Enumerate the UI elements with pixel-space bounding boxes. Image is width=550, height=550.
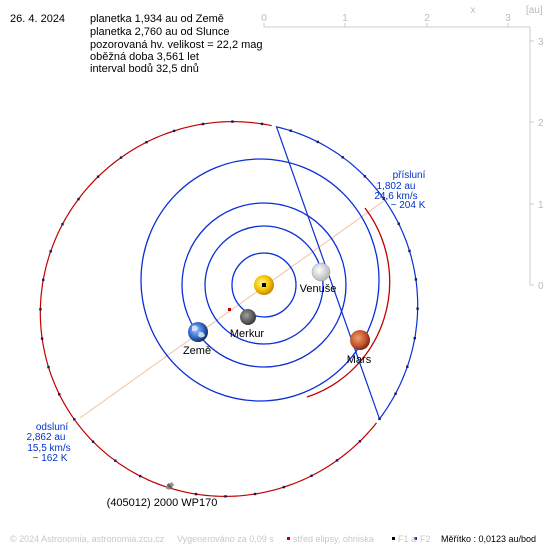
footer-legend-f2: F2 — [420, 534, 431, 544]
orbit-point — [114, 459, 117, 462]
orbit-point — [96, 175, 100, 178]
date-label: 26. 4. 2024 — [10, 13, 66, 25]
orbit-point — [40, 337, 44, 340]
mars-orbit-red-part — [306, 207, 391, 398]
orbit-point — [58, 393, 61, 396]
aphelion-label: odsluní 2,862 au 15,5 km/s ~ 162 K — [27, 422, 71, 464]
footer-scale: Měřítko : 0,0123 au/bod — [441, 534, 537, 544]
orbit-point — [260, 122, 264, 126]
x-tick-label: 2 — [424, 13, 430, 24]
info-line: planetka 1,934 au od Země — [90, 13, 224, 25]
orbit-point — [282, 485, 286, 489]
orbit-point — [416, 307, 419, 310]
aphelion-distance: 2,862 au — [27, 432, 66, 443]
x-axis-label: x — [471, 5, 476, 16]
orbit-point — [42, 278, 45, 282]
mars-orbit-blue — [140, 158, 380, 402]
info-line: oběžná doba 3,561 let — [90, 51, 199, 63]
orbit-point — [414, 278, 418, 281]
orbit-point — [316, 140, 319, 144]
y-tick-label: 2 — [538, 118, 544, 129]
venus-icon — [311, 262, 331, 282]
perihelion-temp: ~ 204 K — [391, 200, 426, 211]
orbit-point — [39, 308, 42, 311]
apsides-line — [79, 197, 389, 419]
earth-orbit — [181, 202, 347, 368]
orbit-point — [289, 129, 292, 132]
orbit-point — [358, 440, 362, 443]
planet-label: Země — [183, 345, 211, 357]
orbit-point — [119, 156, 123, 159]
planet-label: Merkur — [230, 328, 265, 340]
orbit-point — [310, 474, 313, 477]
info-line: pozorovaná hv. velikost = 22,2 mag — [90, 39, 263, 51]
y-tick-label: 3 — [538, 37, 544, 48]
orbit-point — [91, 440, 95, 443]
mercury-orbit — [231, 252, 297, 318]
footer-generated: Vygenerováno za 0,09 s — [177, 534, 274, 544]
asteroid-label: (405012) 2000 WP170 — [107, 497, 218, 509]
info-line: interval bodů 32,5 dnů — [90, 63, 199, 75]
earth-icon — [188, 322, 208, 342]
ellipse-center-marker — [228, 308, 231, 311]
orbit-point — [394, 392, 397, 395]
orbit-point — [194, 492, 198, 496]
orbit-point — [363, 175, 367, 178]
aphelion-speed: 15,5 km/s — [27, 443, 70, 454]
orbit-point — [253, 492, 257, 496]
perihelion-distance: 1,802 au — [377, 181, 416, 192]
aphelion-title: odsluní — [36, 422, 68, 433]
legend-f1-marker — [392, 537, 395, 540]
perihelion-speed: 24,6 km/s — [374, 191, 417, 202]
info-line: planetka 2,760 au od Slunce — [90, 26, 230, 38]
legend-center-marker — [287, 537, 290, 540]
orbit-point — [201, 122, 205, 126]
unit-label: [au] — [526, 5, 543, 16]
asteroid-orbit-blue-segment — [275, 125, 419, 421]
asteroid-orbit — [39, 120, 419, 498]
aphelion-temp: ~ 162 K — [33, 453, 68, 464]
orbit-point — [47, 365, 50, 369]
x-tick-label: 1 — [342, 13, 348, 24]
orbit-point — [378, 417, 381, 421]
orbit-point — [139, 474, 142, 478]
perihelion-label: přísluní 1,802 au 24,6 km/s ~ 204 K — [374, 170, 425, 211]
orbit-point — [77, 197, 80, 201]
orbit-point — [413, 336, 416, 340]
orbit-point — [397, 222, 400, 225]
asteroid-icon — [165, 481, 175, 491]
y-tick-label: 1 — [538, 200, 544, 211]
mars-icon — [350, 330, 370, 350]
planet-label: Venuše — [300, 283, 337, 295]
mercury-icon — [240, 309, 256, 325]
y-tick-label: 0 — [538, 281, 544, 292]
orbit-point — [382, 197, 385, 200]
footer-legend-center: střed elipsy, ohniska — [293, 534, 374, 544]
orbit-point — [61, 223, 64, 226]
orbit-point — [49, 250, 52, 253]
x-tick-label: 0 — [261, 13, 267, 24]
perihelion-title: přísluní — [393, 170, 426, 181]
planet-label: Mars — [347, 354, 372, 366]
orbit-point — [406, 365, 409, 368]
orbit-point — [335, 459, 339, 462]
orbit-point — [73, 418, 76, 421]
footer-copyright: © 2024 Astronomia, astronomia.zcu.cz — [10, 534, 165, 544]
orbit-point — [172, 129, 176, 133]
orbit-point — [145, 141, 148, 144]
orbit-point — [341, 156, 344, 159]
orbit-point — [231, 120, 234, 123]
legend-f2-marker — [414, 537, 417, 540]
footer-legend-f1: F1 a — [398, 534, 417, 544]
venus-orbit — [204, 225, 324, 345]
orbit-point — [408, 249, 411, 253]
x-tick-label: 3 — [505, 13, 511, 24]
orbit-point — [224, 495, 227, 498]
